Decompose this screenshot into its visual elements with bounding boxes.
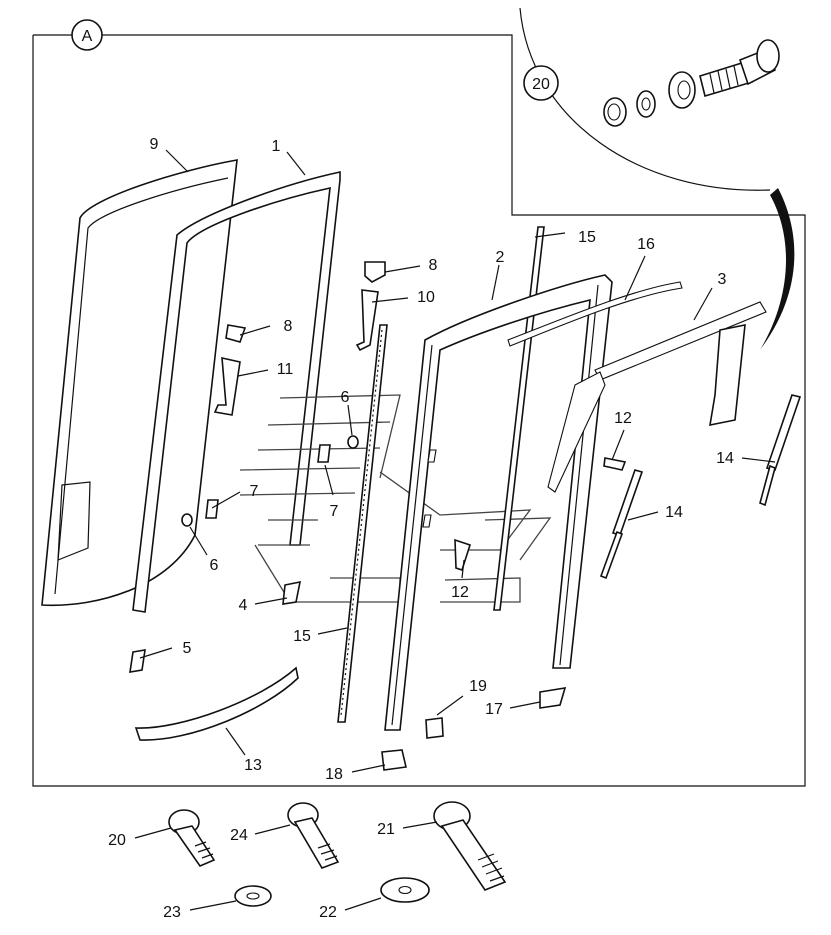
part-label-22: 22 <box>319 904 337 921</box>
part-label-13: 13 <box>244 757 262 774</box>
handle-rod <box>213 356 241 416</box>
bolt-24 <box>287 802 340 869</box>
part-label-7-right: 7 <box>330 503 339 520</box>
part-label-9: 9 <box>150 136 159 153</box>
part-label-12-lower: 12 <box>451 584 469 601</box>
part-label-2: 2 <box>496 249 505 266</box>
catch-12-upper <box>603 457 627 471</box>
part-label-5: 5 <box>183 640 192 657</box>
part-label-18: 18 <box>325 766 343 783</box>
gas-strut-right <box>759 394 802 507</box>
glass-panel <box>41 159 238 607</box>
part-label-12-upper: 12 <box>614 410 632 427</box>
part-label-8-lower: 8 <box>284 318 293 335</box>
part-label-14-left: 14 <box>665 504 683 521</box>
detail-view-bolt-assembly: 20 <box>519 7 795 350</box>
view-a-frame: A <box>32 19 806 787</box>
hinge-bracket-lower <box>225 324 247 343</box>
seal-strip-left <box>337 324 388 723</box>
hinge-bracket-upper <box>364 261 386 283</box>
part-label-20: 20 <box>108 832 126 849</box>
part-label-4: 4 <box>239 597 248 614</box>
washer-23 <box>234 885 272 907</box>
detail-callout-label: 20 <box>532 76 550 93</box>
view-a-label: A <box>82 28 93 45</box>
arm-linkage <box>547 301 767 493</box>
part-label-15-left: 15 <box>293 628 311 645</box>
part-label-17: 17 <box>485 701 503 718</box>
guide-rail <box>507 281 683 347</box>
part-label-16: 16 <box>637 236 655 253</box>
stop-block-19 <box>425 717 444 739</box>
bushing-icon <box>668 71 696 109</box>
washer-22 <box>380 877 430 903</box>
pin-6-upper <box>347 435 359 449</box>
part-label-1: 1 <box>272 138 281 155</box>
seal-arc-13 <box>134 666 299 741</box>
latch-rod <box>355 289 379 352</box>
part-label-21: 21 <box>377 821 395 838</box>
bracket-5 <box>129 649 146 673</box>
part-label-3: 3 <box>718 271 727 288</box>
gas-strut-left <box>599 469 644 580</box>
bolt-20 <box>168 809 216 867</box>
part-label-14-right: 14 <box>716 450 734 467</box>
clip-7-left <box>205 499 219 519</box>
nut-icon <box>603 97 627 127</box>
clip-7-right <box>317 444 331 463</box>
part-label-15-top: 15 <box>578 229 596 246</box>
sliding-frame <box>384 274 613 731</box>
leader-lines <box>134 149 776 911</box>
bracket-18 <box>381 749 407 771</box>
catch-12-lower <box>454 538 472 572</box>
part-label-24: 24 <box>230 827 248 844</box>
part-label-8-upper: 8 <box>429 257 438 274</box>
part-label-7-left: 7 <box>250 483 259 500</box>
bracket-17 <box>539 687 567 709</box>
part-label-10: 10 <box>417 289 435 306</box>
part-label-23: 23 <box>163 904 181 921</box>
bracket-4 <box>282 580 302 605</box>
part-label-19: 19 <box>469 678 487 695</box>
pin-6-lower <box>181 513 193 527</box>
washer-icon <box>636 90 656 118</box>
part-label-6-lower: 6 <box>210 557 219 574</box>
shoulder-bolt-icon <box>699 39 780 98</box>
part-label-11: 11 <box>277 361 294 378</box>
part-label-6-upper: 6 <box>341 389 350 406</box>
rod-top <box>493 226 545 611</box>
bolt-21 <box>433 801 507 891</box>
